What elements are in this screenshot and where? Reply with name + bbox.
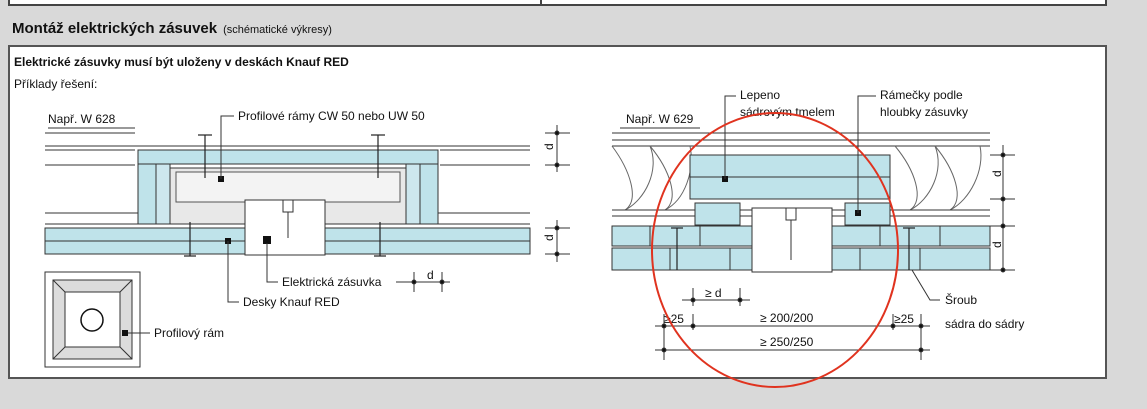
boards-label: Desky Knauf RED [243,295,340,309]
left-dimensions [405,125,570,292]
right-system-label: Např. W 629 [626,112,694,126]
right-dim-d-lower: d [990,241,1004,248]
glued-label-line1: Lepeno [740,88,780,102]
frames-label-line2: hloubky zásuvky [880,105,968,119]
profile-frame-label: Profilový rám [154,326,224,340]
section-header: Montáž elektrických zásuvek (schématické … [12,20,332,37]
glued-label-line2: sádrovým tmelem [740,105,835,119]
right-dim-ge25-right: ≥25 [894,312,914,326]
right-dim-200: ≥ 200/200 [760,311,814,325]
top-table-divider [540,0,542,6]
frames-label-line1: Rámečky podle [880,88,963,102]
socket-label: Elektrická zásuvka [282,275,382,289]
highlight-circle [651,112,899,388]
profile-frame-inset [44,271,150,368]
left-system-label: Např. W 628 [48,112,116,126]
right-dimensions [655,145,1015,360]
right-dim-ge-d: ≥ d [705,286,722,300]
right-dim-ge25-left: ≥25 [664,312,684,326]
left-dim-d-lower: d [542,234,556,241]
left-wall-section [44,132,531,257]
panel-title: Elektrické zásuvky musí být uloženy v de… [14,55,349,69]
screw-label-line1: Šroub [945,292,977,307]
right-dim-250: ≥ 250/250 [760,335,814,349]
left-dim-socket-d: d [427,268,434,282]
right-dim-d-upper: d [990,170,1004,177]
profile-frames-label: Profilové rámy CW 50 nebo UW 50 [238,109,425,123]
right-wall-section [611,132,991,273]
section-title: Montáž elektrických zásuvek [12,20,218,37]
left-dim-d-upper: d [542,143,556,150]
screw-label-line2: sádra do sádry [945,317,1024,331]
top-table-edge [8,0,1107,6]
panel-subtitle: Příklady řešení: [14,77,98,91]
section-subtitle: (schématické výkresy) [223,24,332,36]
